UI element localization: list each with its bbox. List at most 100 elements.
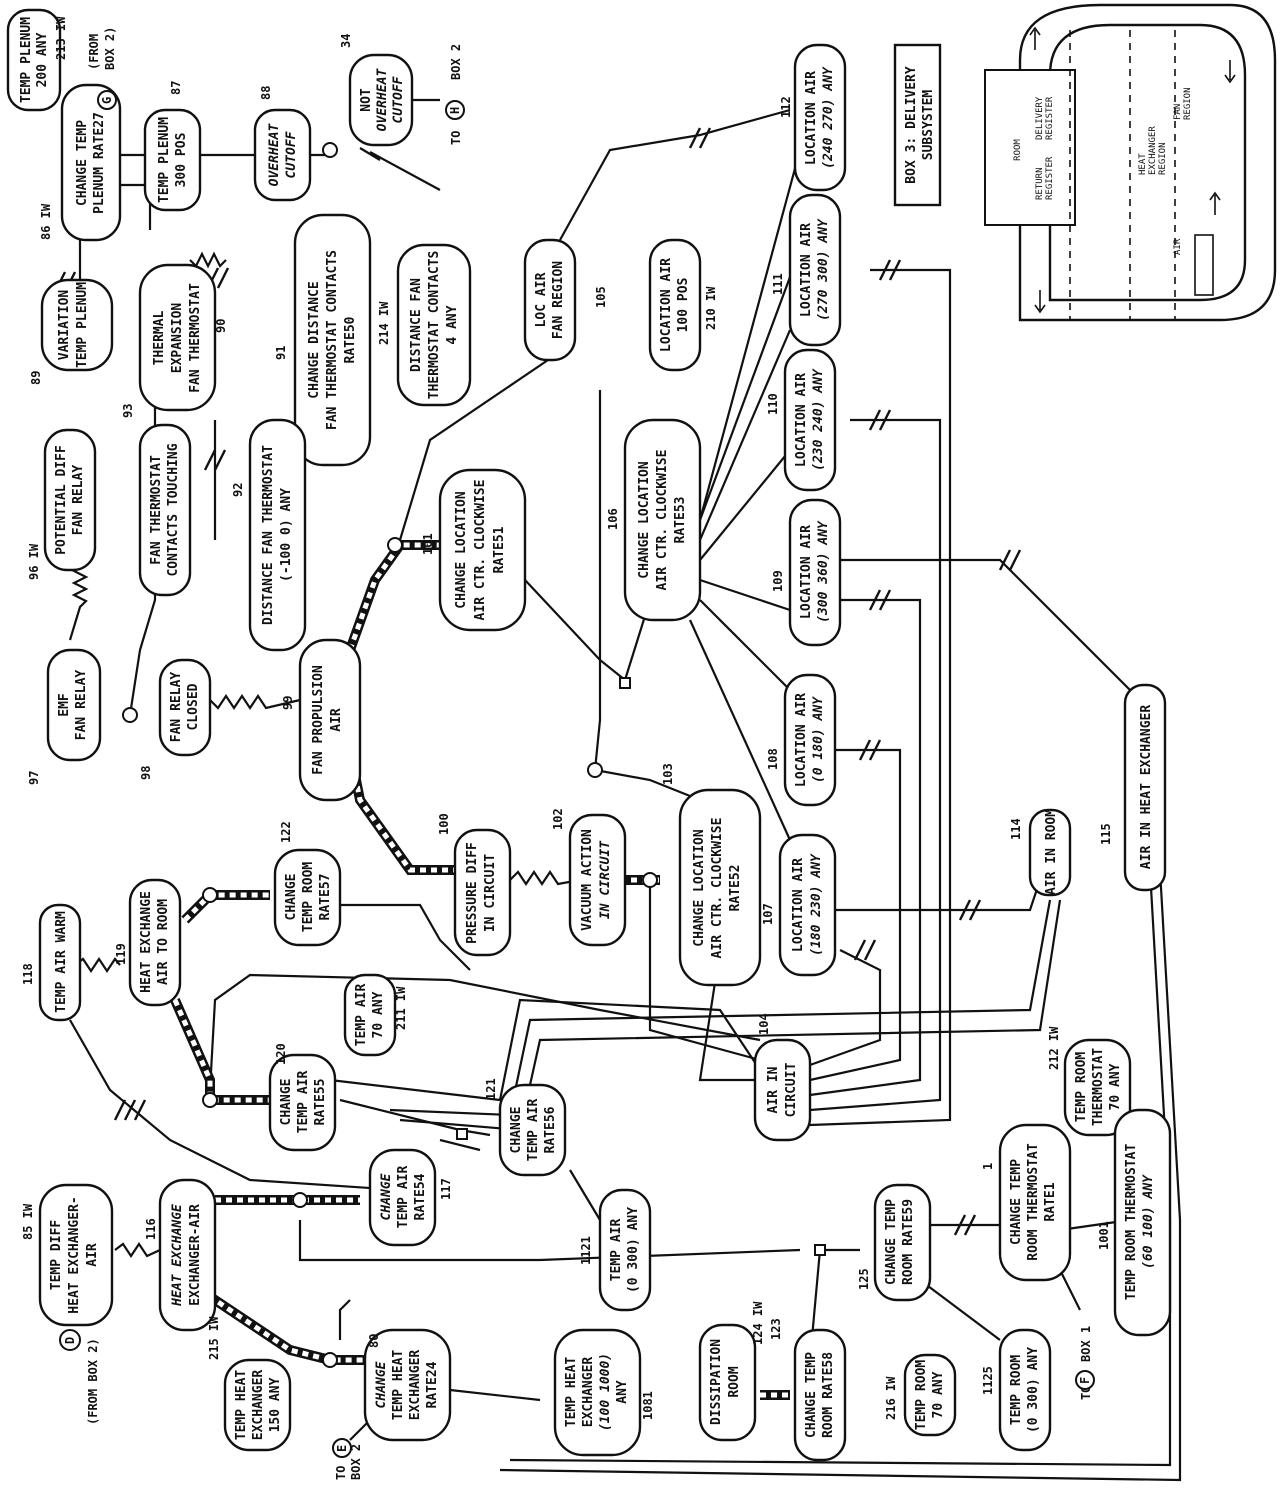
svg-text:TEMP ROOM: TEMP ROOM: [301, 862, 316, 933]
svg-text:(300 360) ANY: (300 360) ANY: [816, 520, 831, 623]
svg-text:DISTANCE FAN THERMOSTAT: DISTANCE FAN THERMOSTAT: [261, 445, 276, 625]
svg-text:TEMP PLENUM: TEMP PLENUM: [75, 282, 90, 368]
svg-text:4 ANY: 4 ANY: [445, 305, 460, 344]
svg-text:34: 34: [339, 34, 353, 48]
svg-text:90: 90: [214, 319, 228, 333]
node-temp-room-70: TEMP ROOM 70 ANY 216 IW: [884, 1355, 955, 1435]
svg-text:109: 109: [771, 570, 785, 592]
svg-text:(FROM BOX 2): (FROM BOX 2): [86, 1338, 100, 1425]
svg-text:EXCHANGER-AIR: EXCHANGER-AIR: [188, 1204, 203, 1306]
svg-text:RATE53: RATE53: [673, 497, 688, 544]
node-change-location-rate52: CHANGE LOCATION AIR CTR. CLOCKWISE RATE5…: [661, 763, 760, 985]
svg-text:CHANGE TEMP: CHANGE TEMP: [75, 120, 90, 206]
svg-text:121: 121: [484, 1078, 498, 1100]
svg-text:RATE57: RATE57: [318, 874, 333, 921]
svg-text:BOX 1: BOX 1: [1079, 1326, 1093, 1362]
svg-text:(0 300) ANY: (0 300) ANY: [1026, 1347, 1041, 1433]
node-heat-exchange-air-to-room: HEAT EXCHANGE AIR TO ROOM 119: [114, 880, 180, 1005]
node-fan-relay-closed: FAN RELAY CLOSED 98: [139, 660, 210, 780]
svg-text:(180 230) ANY: (180 230) ANY: [809, 853, 824, 956]
node-temp-air-70: TEMP AIR 70 ANY 211 IW: [345, 975, 408, 1055]
svg-text:85 IW: 85 IW: [21, 1203, 35, 1240]
svg-text:REGISTER: REGISTER: [1045, 156, 1055, 200]
svg-text:123: 123: [769, 1318, 783, 1340]
svg-text:CONTACTS TOUCHING: CONTACTS TOUCHING: [166, 443, 181, 576]
svg-text:TEMP ROOM THERMOSTAT: TEMP ROOM THERMOSTAT: [1124, 1144, 1139, 1301]
svg-text:AIR: AIR: [1173, 238, 1183, 255]
svg-text:70 ANY: 70 ANY: [371, 991, 386, 1038]
node-potential-diff-fan-relay: POTENTIAL DIFF FAN RELAY 96 IW: [27, 430, 95, 580]
svg-text:CLOSED: CLOSED: [186, 683, 201, 730]
svg-text:101: 101: [421, 533, 435, 555]
svg-text:THERMOSTAT CONTACTS: THERMOSTAT CONTACTS: [427, 250, 442, 399]
svg-text:AIR IN HEAT EXCHANGER: AIR IN HEAT EXCHANGER: [1139, 705, 1154, 870]
svg-text:(230 240) ANY: (230 240) ANY: [811, 368, 826, 471]
svg-text:THERMAL: THERMAL: [152, 310, 167, 365]
svg-text:105: 105: [594, 286, 608, 308]
svg-text:EMF: EMF: [57, 693, 72, 717]
svg-text:POTENTIAL DIFF: POTENTIAL DIFF: [54, 445, 69, 555]
svg-text:AIR IN: AIR IN: [766, 1066, 781, 1113]
svg-text:1001: 1001: [1097, 1221, 1111, 1250]
svg-text:CIRCUIT: CIRCUIT: [784, 1062, 799, 1117]
node-change-temp-room-rate59: CHANGE TEMP ROOM RATE59 125: [857, 1185, 930, 1300]
svg-text:CHANGE DISTANCE: CHANGE DISTANCE: [307, 281, 322, 398]
svg-text:F: F: [1078, 1377, 1092, 1384]
svg-text:NOT: NOT: [359, 88, 374, 112]
svg-text:(FROM: (FROM: [87, 34, 101, 70]
svg-text:CUTOFF: CUTOFF: [391, 75, 406, 123]
junction-marks: [123, 143, 825, 1367]
svg-text:116: 116: [144, 1218, 158, 1240]
node-fan-propulsion-air: FAN PROPULSION AIR 99: [281, 640, 360, 800]
svg-text:117: 117: [439, 1178, 453, 1200]
svg-text:TEMP PLENUM: TEMP PLENUM: [157, 117, 172, 203]
svg-text:LOCATION AIR: LOCATION AIR: [659, 258, 674, 352]
node-change-location-rate53: CHANGE LOCATION AIR CTR. CLOCKWISE RATE5…: [606, 420, 700, 620]
svg-text:99: 99: [281, 696, 295, 710]
node-air-in-heat-exchanger: AIR IN HEAT EXCHANGER 115: [1099, 685, 1165, 890]
svg-text:100 POS: 100 POS: [676, 277, 691, 332]
svg-text:RATE56: RATE56: [543, 1106, 558, 1153]
node-location-air-230-240: LOCATION AIR (230 240) ANY 110: [766, 350, 835, 490]
svg-text:FAN RELAY: FAN RELAY: [71, 465, 86, 536]
svg-text:124 IW: 124 IW: [751, 1301, 765, 1345]
svg-text:(0 180) ANY: (0 180) ANY: [811, 696, 826, 783]
svg-text:VARIATION: VARIATION: [57, 290, 72, 361]
node-temp-room-thermostat-60-100: TEMP ROOM THERMOSTAT (60 100) ANY 1001: [1097, 1110, 1170, 1335]
svg-text:LOCATION AIR: LOCATION AIR: [799, 525, 814, 619]
svg-text:LOCATION AIR: LOCATION AIR: [799, 223, 814, 317]
svg-text:FAN THERMOSTAT CONTACTS: FAN THERMOSTAT CONTACTS: [325, 250, 340, 430]
node-temp-air-warm: TEMP AIR WARM 118: [21, 905, 80, 1020]
svg-text:EXCHANGER: EXCHANGER: [408, 1350, 423, 1421]
svg-text:87: 87: [169, 81, 183, 95]
node-vacuum-action: VACUUM ACTION IN CIRCUIT 102: [551, 808, 625, 945]
svg-text:115: 115: [1099, 823, 1113, 845]
svg-text:(-100 0) ANY: (-100 0) ANY: [279, 488, 294, 582]
svg-text:RATE24: RATE24: [425, 1361, 440, 1408]
svg-text:(100 1000): (100 1000): [598, 1353, 613, 1431]
node-emf-fan-relay: EMF FAN RELAY 97: [27, 650, 100, 785]
svg-text:E: E: [335, 1445, 349, 1452]
svg-text:300 POS: 300 POS: [174, 132, 189, 187]
svg-text:210 IW: 210 IW: [704, 286, 718, 330]
svg-text:AIR: AIR: [85, 1243, 100, 1267]
svg-text:93: 93: [121, 404, 135, 418]
node-temp-room-thermostat-70: TEMP ROOM THERMOSTAT 70 ANY 212 IW: [1047, 1026, 1130, 1135]
node-distance-fan-thermostat: DISTANCE FAN THERMOSTAT (-100 0) ANY 92: [231, 420, 305, 650]
node-variation-temp-plenum: VARIATION TEMP PLENUM 89: [29, 280, 112, 385]
node-location-air-180-230: LOCATION AIR (180 230) ANY 107: [761, 835, 835, 975]
svg-text:96 IW: 96 IW: [27, 543, 41, 580]
svg-text:BOX 2: BOX 2: [449, 44, 463, 80]
svg-text:CHANGE TEMP: CHANGE TEMP: [884, 1199, 899, 1285]
svg-text:RATE1: RATE1: [1043, 1182, 1058, 1221]
svg-text:1121: 1121: [579, 1236, 593, 1265]
node-loc-air-fan-region: LOC AIR FAN REGION 105: [525, 240, 608, 360]
svg-text:EXCHANGER: EXCHANGER: [1148, 126, 1158, 175]
svg-text:ROOM: ROOM: [1013, 139, 1023, 161]
svg-text:100: 100: [437, 813, 451, 835]
svg-text:DISTANCE FAN: DISTANCE FAN: [409, 278, 424, 372]
svg-text:CHANGE LOCATION: CHANGE LOCATION: [637, 461, 652, 579]
svg-text:TEMP HEAT: TEMP HEAT: [391, 1350, 406, 1421]
svg-text:97: 97: [27, 771, 41, 785]
svg-text:PLENUM RATE27: PLENUM RATE27: [92, 112, 107, 214]
